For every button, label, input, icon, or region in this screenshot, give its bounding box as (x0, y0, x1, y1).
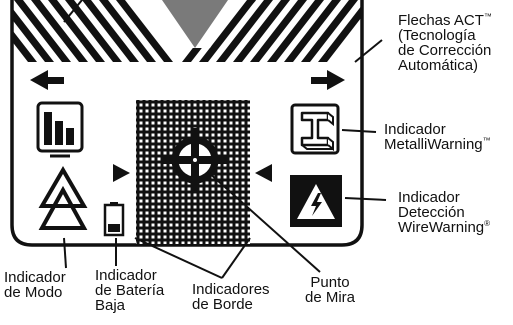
center-target-triangle (162, 0, 228, 48)
stripe (82, 0, 139, 62)
edge-indicator-left (113, 164, 130, 182)
act-arrows-line4: Automática) (398, 57, 479, 74)
left-arrow-icon (30, 70, 64, 90)
act-arrows-title: Flechas ACT (398, 12, 484, 29)
signal-bars-icon (36, 101, 84, 158)
aim-line1: Punto (310, 274, 350, 291)
label-act-arrows: Flechas ACT™ (Tecnología de Corrección A… (398, 12, 492, 74)
leader-lines (63, 0, 387, 279)
stripe (48, 0, 105, 62)
stripe (116, 0, 173, 62)
metalliwarning-title: MetalliWarning (384, 136, 483, 153)
wirewarning-title: WireWarning (398, 219, 485, 236)
stripe (284, 0, 341, 62)
stripe (14, 0, 71, 62)
label-aim: Punto de Mira (305, 275, 355, 305)
act-arrows-line3: de Corrección (398, 42, 492, 59)
stripe (301, 0, 358, 62)
stripe (12, 7, 54, 62)
stripe (216, 0, 273, 62)
battery-line3: Baja (95, 297, 126, 314)
battery-line1: Indicador (95, 267, 157, 284)
label-battery: Indicador de Batería Baja (95, 268, 164, 313)
battery-line2: de Batería (95, 282, 165, 299)
stripe (12, 29, 37, 62)
label-wirewarning: Indicador Detección WireWarning® (398, 190, 490, 235)
stripe (65, 0, 122, 62)
stripe (250, 0, 307, 62)
stripe (233, 0, 290, 62)
label-mode: Indicador de Modo (4, 270, 66, 300)
stripe (99, 0, 156, 62)
trademark-mark: ™ (482, 136, 491, 145)
metalliwarning-line1: Indicador (384, 121, 446, 138)
trademark-mark: ™ (483, 12, 492, 21)
act-arrows-line2: (Tecnología (398, 27, 476, 44)
stripe-pattern (12, 0, 362, 62)
wirewarning-line1: Indicador (398, 189, 460, 206)
label-edge: Indicadores de Borde (192, 282, 270, 312)
stripe (267, 0, 324, 62)
mode-line1: Indicador (4, 269, 66, 286)
wirewarning-line2: Detección (398, 204, 465, 221)
lightning-warning-icon (290, 175, 342, 227)
crosshair-icon (163, 128, 227, 192)
label-metalliwarning: Indicador MetalliWarning™ (384, 122, 491, 152)
registered-mark: ® (484, 219, 491, 228)
edge-indicator-right (255, 164, 272, 182)
stripe (318, 5, 362, 62)
battery-low-icon (103, 202, 125, 237)
stripe (31, 0, 88, 62)
mode-triangles-icon (38, 166, 88, 230)
edge-line2: de Borde (192, 296, 253, 313)
mode-line2: de Modo (4, 284, 63, 301)
edge-line1: Indicadores (192, 281, 270, 298)
i-beam-metal-icon (290, 103, 340, 155)
right-arrow-icon (311, 70, 345, 90)
aim-line2: de Mira (305, 289, 356, 306)
